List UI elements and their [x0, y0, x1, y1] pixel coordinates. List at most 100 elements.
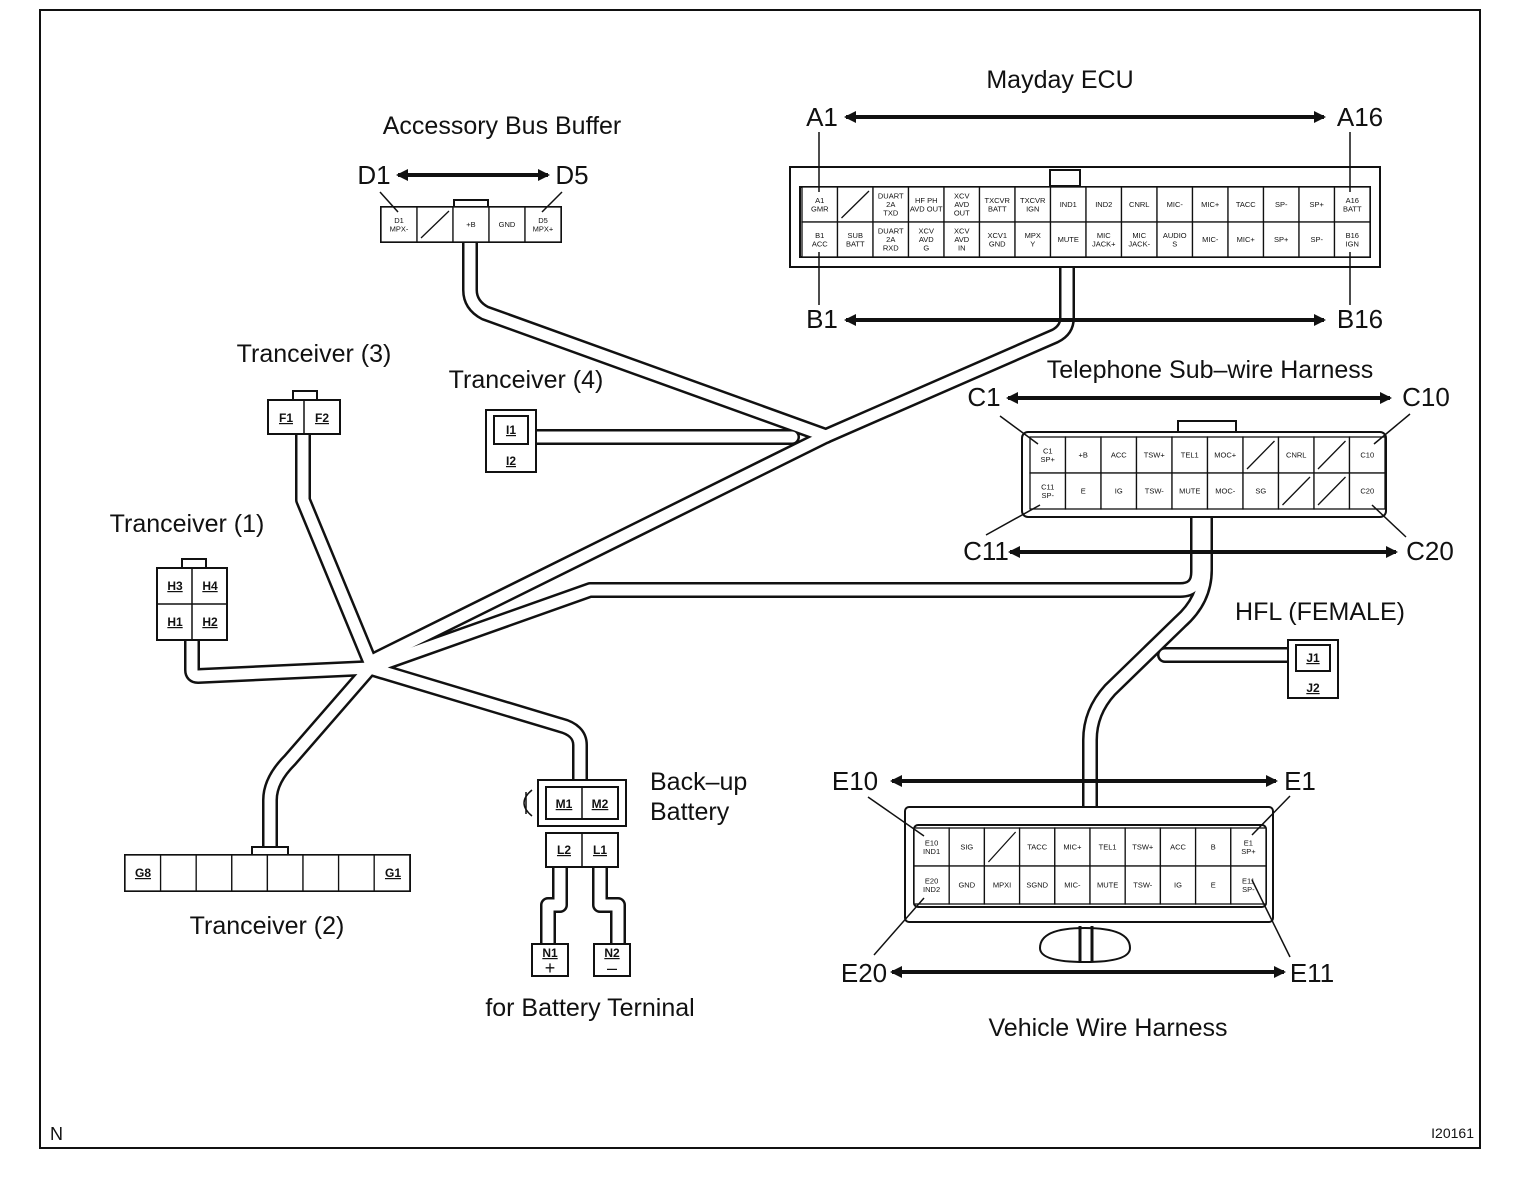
e11-lead	[1251, 879, 1291, 958]
pin-h3: H3	[167, 579, 183, 593]
mayday-cell-0-8	[1085, 186, 1123, 223]
mayday-pin-0-7: IND1	[1060, 200, 1077, 209]
veh-cell-1-8	[1194, 865, 1232, 905]
e1-lead	[1251, 795, 1291, 836]
n1-sign: +	[545, 958, 556, 978]
mayday-pin-0-11: MIC+	[1201, 200, 1220, 209]
tel-empty-0-6	[1246, 440, 1275, 470]
veh-pin-1-1: GND	[958, 881, 975, 890]
backup-battery-title-2: Battery	[650, 798, 730, 826]
tel-cell-1-2	[1100, 472, 1138, 510]
mayday-cell-0-10	[1156, 186, 1194, 223]
mayday-pin-1-14: SP-	[1310, 235, 1323, 244]
veh-pin-1-3: SGND	[1026, 881, 1048, 890]
mayday-pin-0-9: CNRL	[1129, 200, 1149, 209]
mayday-pin-0-13: SP-	[1275, 200, 1288, 209]
mayday-cell-0-5	[978, 186, 1016, 223]
pin-n1: N1	[542, 946, 558, 960]
ref-d1: D1	[357, 160, 390, 190]
mayday-cell-1-3	[907, 221, 945, 258]
tr2-cell-7	[373, 854, 411, 892]
vehicle-harness-title: Vehicle Wire Harness	[989, 1014, 1228, 1042]
pin-g1: G1	[385, 866, 401, 880]
c20-lead	[1371, 504, 1407, 538]
tel-pin-0-3: TSW+	[1144, 451, 1166, 460]
backup-battery-connector: M1 M2 L2 L1	[523, 779, 627, 868]
mayday-cell-1-13	[1262, 221, 1300, 258]
tel-pin-1-2: IG	[1115, 487, 1123, 496]
c10-lead	[1373, 413, 1411, 445]
ref-c20: C20	[1406, 536, 1454, 566]
hfl-title: HFL (FEMALE)	[1235, 598, 1405, 626]
mayday-cell-1-11	[1191, 221, 1229, 258]
mayday-cell-1-2	[872, 221, 910, 258]
mayday-cell-1-4	[943, 221, 981, 258]
tranceiver-2-title: Tranceiver (2)	[190, 912, 345, 940]
mayday-cell-1-8	[1085, 221, 1123, 258]
bus-cell-0-3	[488, 206, 526, 243]
ref-c1: C1	[967, 382, 1000, 412]
tr2-cell-3	[231, 854, 269, 892]
ref-b16: B16	[1337, 304, 1383, 334]
tr2-cell-0	[124, 854, 162, 892]
veh-cell-0-1	[948, 827, 986, 867]
tel-pin-1-3: TSW-	[1145, 487, 1165, 496]
mayday-pin-1-13: SP+	[1274, 235, 1289, 244]
tel-cell-1-5	[1206, 472, 1244, 510]
ref-e1: E1	[1284, 766, 1316, 796]
tranceiver-3-title: Tranceiver (3)	[237, 340, 392, 368]
figure-id: I20161	[1431, 1125, 1474, 1141]
mayday-cell-1-0	[801, 221, 839, 258]
telephone-harness-title: Telephone Sub–wire Harness	[1047, 356, 1374, 384]
veh-cell-1-2	[983, 865, 1021, 905]
tel-pin-0-2: ACC	[1111, 451, 1127, 460]
veh-cell-1-3	[1018, 865, 1056, 905]
bus-cell-0-0	[380, 206, 418, 243]
pin-m2: M2	[592, 797, 609, 811]
tel-pin-0-4: TEL1	[1181, 451, 1199, 460]
backup-battery-title-1: Back–up	[650, 768, 747, 796]
veh-pin-0-1: SIG	[960, 843, 973, 852]
pin-g8: G8	[135, 866, 151, 880]
tel-pin-1-4: MUTE	[1179, 487, 1200, 496]
tranceiver-2-connector: G8 G1	[124, 846, 411, 892]
pin-j1: J1	[1306, 651, 1320, 665]
mayday-ecu-title: Mayday ECU	[986, 66, 1133, 94]
tel-cell-0-1	[1064, 436, 1102, 474]
pin-h2: H2	[202, 615, 218, 629]
tel-empty-1-8	[1317, 476, 1346, 506]
veh-pin-0-7: ACC	[1170, 843, 1186, 852]
veh-pin-1-8: E	[1211, 881, 1216, 890]
mayday-empty-0-1	[841, 190, 870, 219]
mayday-cell-1-9	[1120, 221, 1158, 258]
tel-cell-1-6	[1242, 472, 1280, 510]
ref-e11: E11	[1290, 958, 1334, 988]
pin-m1: M1	[556, 797, 573, 811]
accessory-bus-buffer-title: Accessory Bus Buffer	[383, 112, 622, 140]
e10-lead	[867, 796, 925, 837]
pin-f2: F2	[315, 411, 329, 425]
mayday-pin-1-12: MIC+	[1237, 235, 1256, 244]
bus-empty-0-1	[420, 210, 450, 239]
tel-pin-1-9: C20	[1360, 487, 1374, 496]
mayday-pin-0-14: SP+	[1310, 200, 1325, 209]
mayday-cell-1-5	[978, 221, 1016, 258]
tel-pin-0-5: MOC+	[1214, 451, 1236, 460]
tr2-cell-1	[159, 854, 197, 892]
tel-empty-0-8	[1317, 440, 1346, 470]
veh-pin-0-6: TSW+	[1132, 843, 1154, 852]
tel-cell-0-4	[1171, 436, 1209, 474]
